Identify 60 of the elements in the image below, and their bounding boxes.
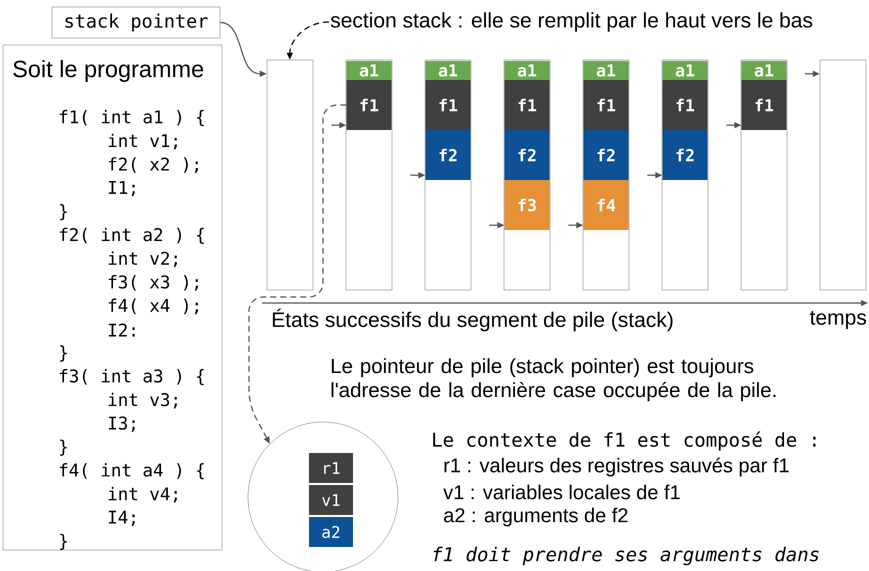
stack-column	[740, 60, 788, 290]
code-line: int v2;	[108, 251, 177, 268]
annotation-text: section stack : elle se remplit par le haut vers le bas	[330, 12, 812, 32]
code-line: f1( int a1 ) {	[60, 110, 204, 126]
stack-cell: f1	[346, 80, 392, 130]
panel-heading: Soit le programme	[13, 60, 204, 82]
stack-cell: f2	[584, 130, 628, 180]
code-line: I4;	[108, 510, 135, 526]
code-line: I3;	[108, 416, 135, 432]
stack-cell: f1	[504, 80, 550, 130]
stack-cell: f4	[584, 180, 628, 230]
stack-column	[346, 60, 392, 290]
stack-cell: f1	[426, 80, 470, 130]
code-line: I2:	[108, 324, 135, 336]
stack-column	[582, 60, 630, 290]
code-line: int v4;	[108, 486, 177, 503]
context-item: a2 : arguments de f2	[444, 508, 628, 526]
code-line: }	[60, 204, 67, 220]
context-heading: Le contexte de f1 est composé de :	[433, 431, 816, 451]
code-line: f3( int a3 ) {	[60, 369, 204, 386]
stack-cell: f1	[584, 80, 628, 130]
stack-cell: f2	[662, 130, 708, 180]
axis-label: temps	[810, 311, 866, 329]
stack-column	[504, 60, 550, 290]
stack-column	[662, 60, 708, 290]
stack-cell: a1	[742, 61, 786, 80]
note-text: f1 doit prendre ses arguments dans	[434, 546, 819, 566]
code-line: f2( int a2 ) {	[60, 228, 204, 244]
stack-cell: f3	[504, 180, 550, 230]
stack-cell: a1	[346, 61, 392, 80]
code-line: I1;	[108, 181, 135, 196]
stack-cell: r1	[309, 453, 353, 483]
code-panel	[2, 44, 222, 550]
stack-column	[820, 60, 866, 290]
stack-cell: f1	[742, 80, 786, 130]
stack-column	[266, 60, 314, 290]
code-line: }	[60, 440, 67, 456]
stack-column	[424, 60, 472, 290]
stack-cell: a2	[309, 517, 353, 547]
stack-cell: a1	[584, 61, 628, 80]
code-line: f2( x2 );	[108, 157, 198, 173]
code-line: int v3;	[108, 392, 177, 408]
code-line: }	[60, 345, 67, 362]
context-item: r1 : valeurs des registres sauvés par f1	[444, 458, 789, 476]
code-line: }	[60, 534, 67, 550]
code-line: f4( x4 );	[108, 298, 198, 314]
stack-cell: f2	[504, 130, 550, 180]
context-item: v1 : variables locales de f1	[443, 484, 680, 500]
note-text: Le pointeur de pile (stack pointer) est toujours l'adresse de la dernière case occupée de la pile.	[332, 358, 776, 402]
label-box: stack pointer	[52, 6, 220, 38]
code-line: f3( x3 );	[108, 275, 198, 291]
code-line: int v1;	[108, 134, 177, 150]
code-line: f4( int a4 ) {	[60, 463, 204, 480]
stack-cell: f2	[426, 130, 470, 180]
axis-label: États successifs du segment de pile (stack)	[272, 308, 673, 332]
stack-cell: v1	[309, 485, 353, 515]
stack-cell: a1	[426, 61, 470, 80]
stack-cell: f1	[662, 80, 708, 130]
stack-cell: a1	[504, 61, 550, 80]
stack-cell: a1	[662, 61, 708, 80]
